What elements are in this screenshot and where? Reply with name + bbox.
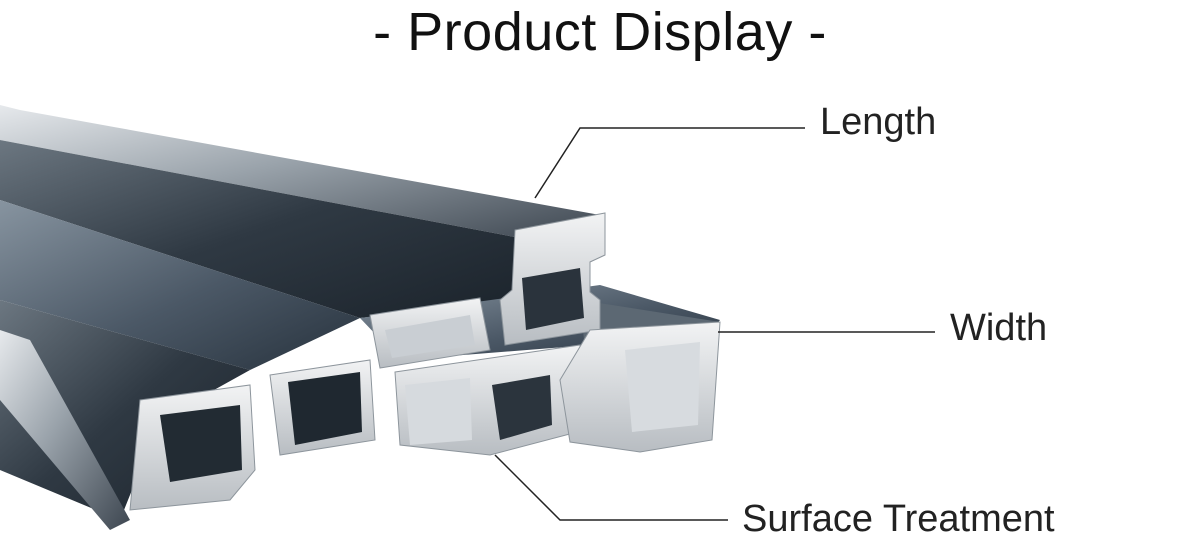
page-title: - Product Display -: [373, 2, 827, 62]
surface-leader-line: [494, 454, 728, 521]
steel-channel-end-faces: [129, 212, 721, 511]
length-leader-line: [534, 127, 805, 199]
steel-bar-bodies: [0, 105, 720, 530]
callout-leaders: [494, 127, 935, 521]
length-callout-label: Length: [820, 101, 937, 143]
width-callout-label: Width: [950, 307, 1048, 349]
surface-treatment-callout-label: Surface Treatment: [742, 498, 1055, 540]
